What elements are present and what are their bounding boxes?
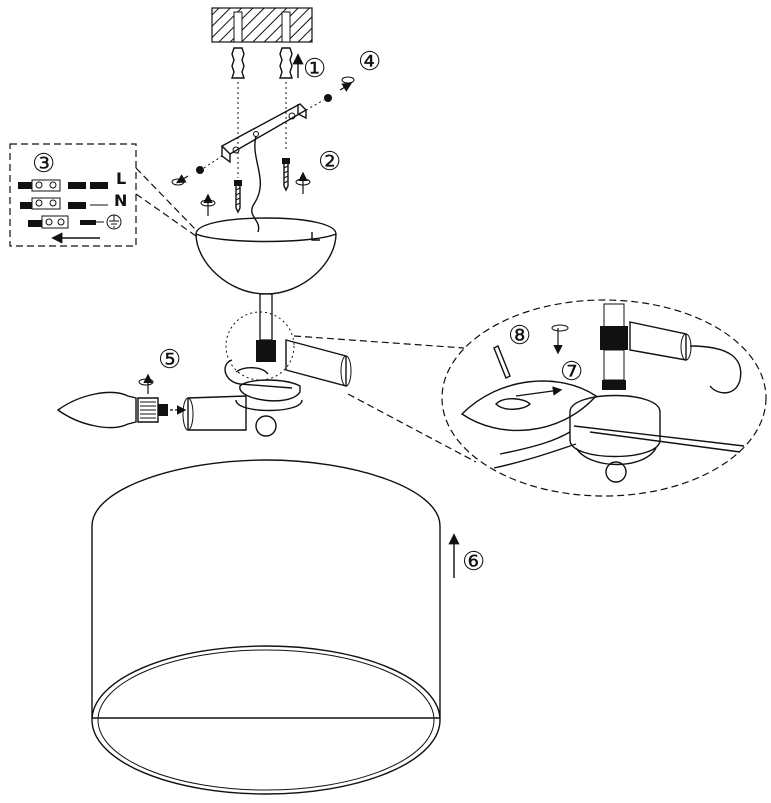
step-8-label: ⑧: [508, 321, 531, 351]
detail-view: ⑧ ⑦: [293, 299, 767, 497]
bulb: [56, 373, 187, 429]
terminal-block-row-earth: [28, 215, 104, 229]
wiring-inset: ③ L N: [9, 143, 197, 247]
step-1-label: ①: [303, 54, 326, 84]
ceiling: [211, 7, 313, 43]
earth-symbol-icon: [106, 214, 122, 230]
step-4-label: ④: [358, 47, 381, 77]
lamp-shade: [91, 459, 460, 795]
terminal-block-row-live: [18, 179, 108, 192]
canopy: [195, 217, 337, 295]
lamp-holder-assembly: [182, 311, 352, 437]
step-7-label: ⑦: [560, 357, 583, 387]
step-2-label: ②: [318, 147, 341, 177]
live-wire-label: L: [116, 169, 126, 188]
screw-left: [234, 180, 242, 214]
mounting-bracket: [220, 103, 308, 164]
screw-right: [282, 158, 290, 192]
supply-wire: [251, 135, 262, 233]
terminal-block-row-neutral: [20, 197, 108, 210]
step-3-label: ③: [32, 149, 55, 179]
wall-plug-right: [279, 47, 304, 150]
wall-plug-left: [231, 47, 245, 178]
step-6-label: ⑥: [462, 547, 485, 577]
neutral-wire-label: N: [114, 191, 127, 210]
side-screws: [175, 82, 353, 184]
stem: [256, 293, 276, 362]
step-5-label: ⑤: [158, 345, 181, 375]
